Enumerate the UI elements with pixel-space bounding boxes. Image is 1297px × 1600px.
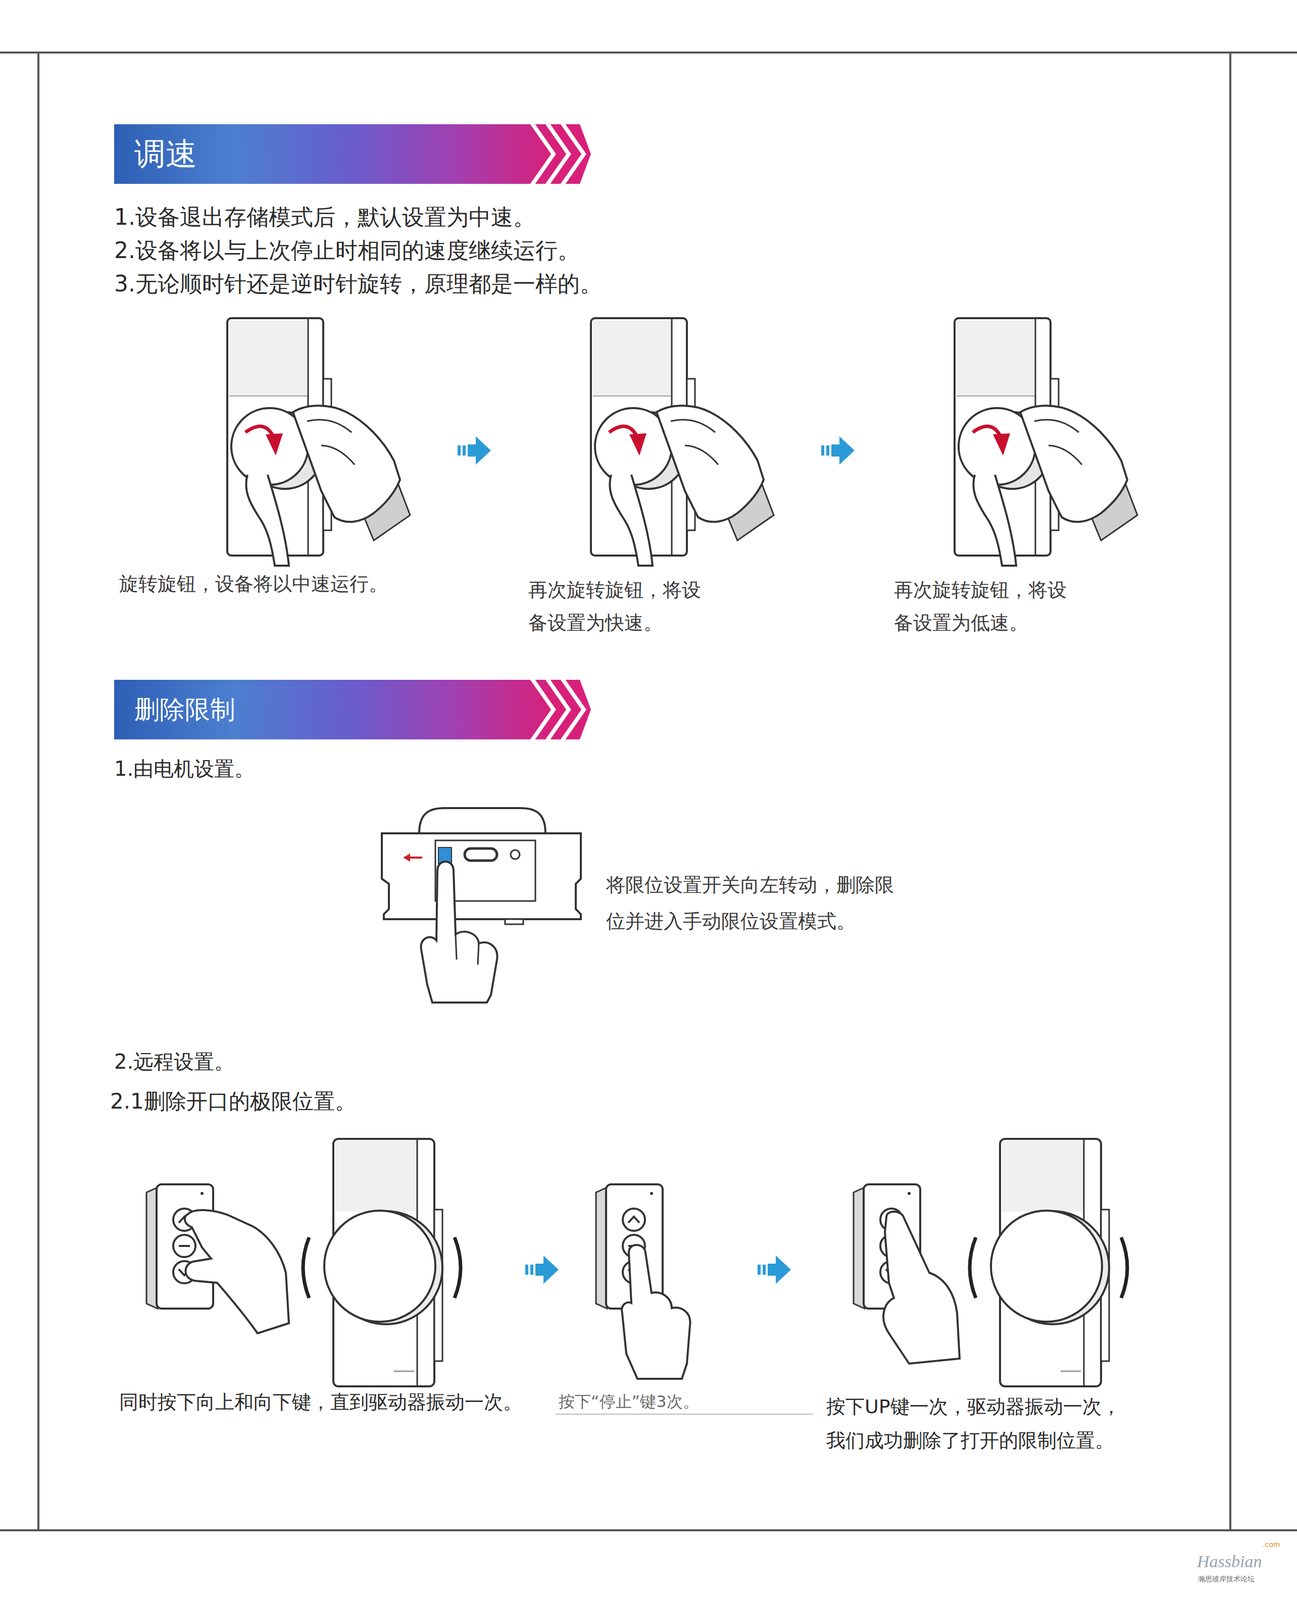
step-note: 1.设备退出存储模式后，默认设置为中速。 xyxy=(114,204,536,231)
watermark: 瀚思彼岸技术论坛 xyxy=(1198,1574,1255,1584)
frame-line xyxy=(37,52,40,1531)
step-arrow xyxy=(457,436,491,465)
motor-base xyxy=(381,833,581,920)
step-illustration xyxy=(590,318,774,566)
indicator-hole xyxy=(510,850,520,860)
chevron xyxy=(561,679,584,740)
hand xyxy=(883,1211,960,1364)
step-caption: 按下UP键一次，驱动器振动一次， 我们成功删除了打开的限制位置。 xyxy=(826,1389,1140,1458)
watermark: .com xyxy=(1262,1540,1280,1550)
motor-tab xyxy=(505,919,524,925)
hand xyxy=(184,1210,289,1334)
step-caption: 再次旋转旋钮，将设 备设置为低速。 xyxy=(893,573,1081,639)
subheading: 2.远程设置。 xyxy=(114,1049,235,1074)
frame-line xyxy=(1229,52,1232,1531)
step-arrow xyxy=(821,436,855,465)
caption-rule xyxy=(555,1413,814,1415)
step-note: 3.无论顺时针还是逆时针旋转，原理都是一样的。 xyxy=(114,270,603,298)
direction-arrow xyxy=(408,856,423,859)
section-band: 调速 xyxy=(114,124,591,184)
chevron xyxy=(531,124,554,184)
device-illustration xyxy=(990,1138,1110,1387)
direction-arrowhead xyxy=(403,853,411,862)
hand xyxy=(621,1244,690,1379)
remote-illustration xyxy=(595,1184,663,1309)
motor-dome xyxy=(419,808,546,834)
step-illustration xyxy=(227,318,411,566)
chevron xyxy=(546,679,569,740)
step-caption: 再次旋转旋钮，将设 备设置为快速。 xyxy=(528,573,716,639)
vibration-mark xyxy=(454,1237,461,1299)
section-heading: 调速 xyxy=(134,132,197,176)
vibration-mark xyxy=(1121,1237,1128,1299)
watermark: Hassbian xyxy=(1196,1551,1262,1573)
hand xyxy=(421,861,498,1003)
step-caption: 按下“停止”键3次。 xyxy=(558,1391,700,1412)
frame-line xyxy=(0,1529,1297,1532)
subheading: 2.1删除开口的极限位置。 xyxy=(110,1088,357,1115)
finger-lines xyxy=(455,934,479,965)
chevron xyxy=(531,679,554,740)
section-band: 删除限制 xyxy=(114,679,591,740)
device-illustration xyxy=(324,1138,443,1387)
step-arrow xyxy=(757,1255,791,1284)
step-note: 2.设备将以与上次停止时相同的速度继续运行。 xyxy=(114,237,580,265)
subheading: 1.由电机设置。 xyxy=(114,756,255,781)
step-illustration xyxy=(954,318,1138,566)
step-caption: 旋转旋钮，设备将以中速运行。 xyxy=(119,572,388,596)
step-caption: 将限位设置开关向左转动，删除限 位并进入手动限位设置模式。 xyxy=(606,866,910,940)
vibration-mark xyxy=(303,1237,310,1299)
vibration-mark xyxy=(969,1237,976,1299)
step-caption: 同时按下向上和向下键，直到驱动器振动一次。 xyxy=(119,1390,523,1415)
usb-port xyxy=(464,848,497,861)
step-arrow xyxy=(525,1255,559,1284)
section-heading: 删除限制 xyxy=(134,692,236,727)
motor-switch-illustration xyxy=(381,808,581,1003)
frame-line xyxy=(0,51,1297,54)
chevron xyxy=(561,124,584,184)
chevron xyxy=(546,124,569,184)
